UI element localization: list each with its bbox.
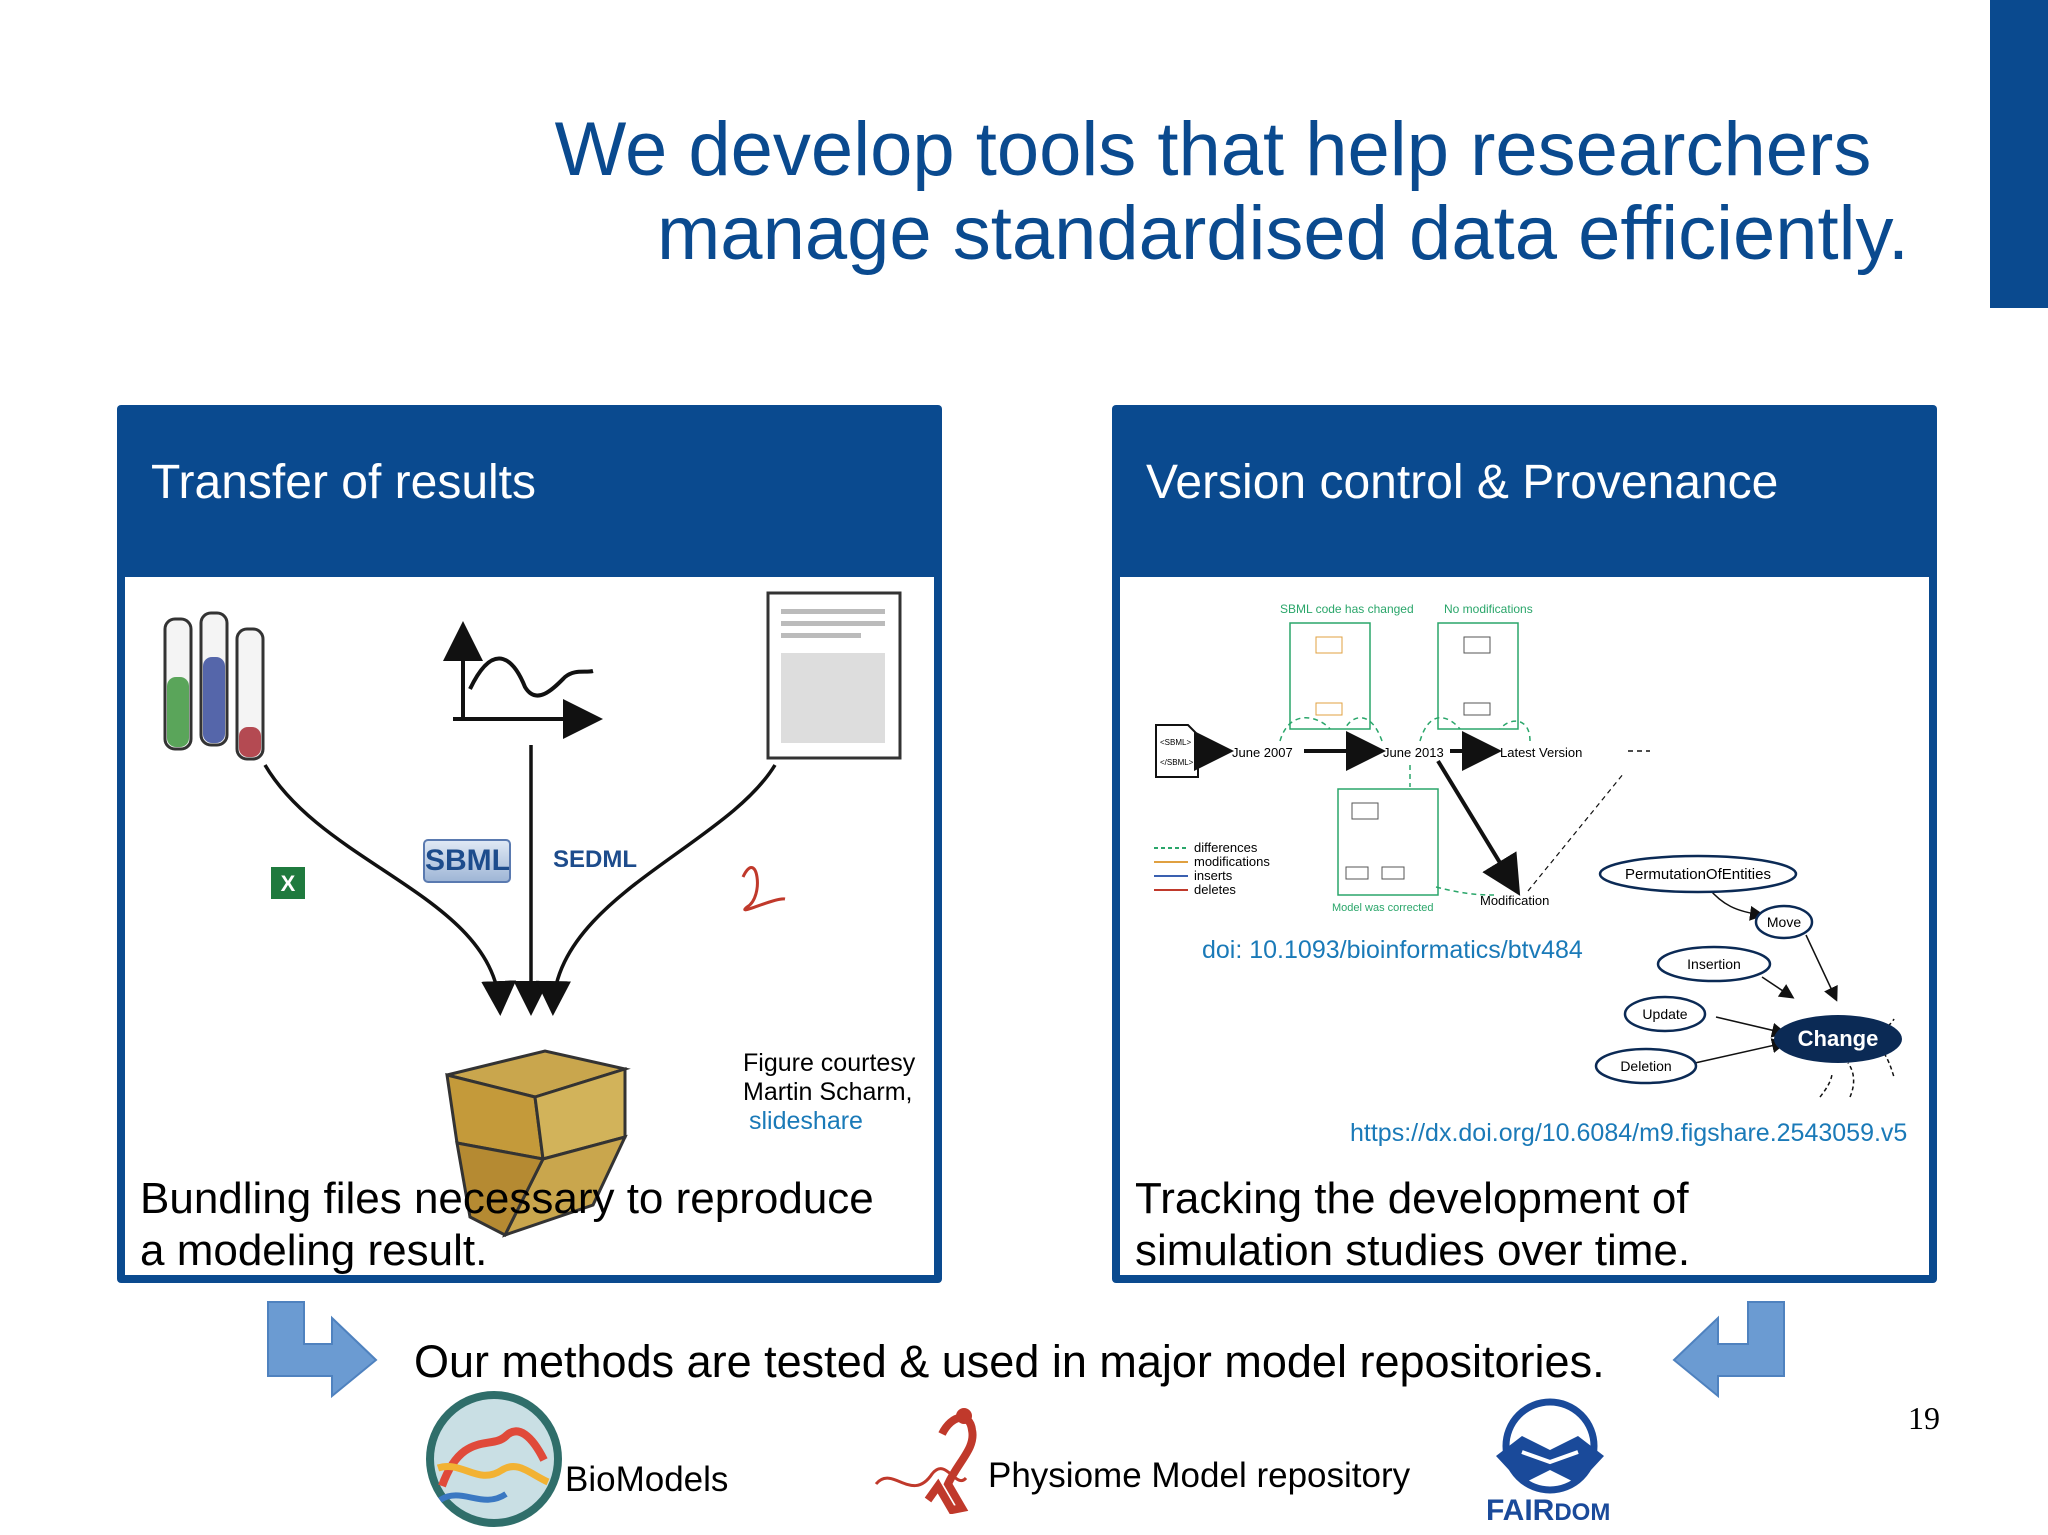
label-model-corrected: Model was corrected bbox=[1332, 902, 1434, 914]
paper-document-icon bbox=[766, 591, 902, 760]
version-control-panel: Version control & Provenance SBML code h… bbox=[1112, 405, 1937, 1283]
right-bent-arrow-icon bbox=[1672, 1301, 1785, 1398]
figure-credit-line-1: Figure courtesy bbox=[743, 1049, 916, 1077]
ontology-deletion: Deletion bbox=[1620, 1058, 1671, 1074]
version-caption-line-2: simulation studies over time. bbox=[1135, 1226, 1691, 1275]
version-control-panel-body: SBML code has changed No modifications <… bbox=[1120, 577, 1929, 1275]
slideshare-link[interactable]: slideshare bbox=[749, 1107, 863, 1135]
legend-deletes: deletes bbox=[1194, 882, 1236, 897]
transfer-caption-line-2: a modeling result. bbox=[140, 1226, 488, 1275]
node-june-2007: June 2007 bbox=[1232, 745, 1293, 760]
ontology-permutation: PermutationOfEntities bbox=[1625, 866, 1771, 883]
node-june-2013: June 2013 bbox=[1383, 745, 1444, 760]
figshare-link[interactable]: https://dx.doi.org/10.6084/m9.figshare.2… bbox=[1350, 1119, 1908, 1147]
legend-differences: differences bbox=[1194, 840, 1258, 855]
flow-arrows bbox=[263, 745, 777, 1016]
version-control-panel-heading: Version control & Provenance bbox=[1146, 456, 1779, 509]
bundling-illustration: X bbox=[163, 591, 902, 1238]
test-tubes-icon bbox=[163, 611, 265, 761]
transfer-caption-line-1: Bundling files necessary to reproduce bbox=[140, 1174, 874, 1223]
physiome-label: Physiome Model repository bbox=[988, 1456, 1411, 1495]
title-line-2: manage standardised data efficiently. bbox=[657, 191, 1909, 276]
fairdom-wordmark: FAIRDOM bbox=[1486, 1494, 1610, 1528]
fairdom-logo bbox=[1496, 1398, 1604, 1494]
transfer-panel: Transfer of results bbox=[117, 405, 942, 1283]
excel-icon: X bbox=[271, 867, 305, 899]
ontology-change: Change bbox=[1798, 1026, 1879, 1051]
ontology-update: Update bbox=[1642, 1006, 1687, 1022]
sbml-close-tag: </SBML> bbox=[1160, 758, 1194, 767]
biomodels-label: BioModels bbox=[565, 1460, 729, 1499]
sbml-logo: SBML bbox=[423, 839, 511, 883]
label-code-changed: SBML code has changed bbox=[1280, 602, 1414, 616]
repositories-statement: Our methods are tested & used in major m… bbox=[414, 1336, 1605, 1387]
label-no-modifications: No modifications bbox=[1444, 602, 1533, 616]
transfer-panel-body: X SBML SEDML Figure courtesy Martin Scha… bbox=[125, 577, 934, 1275]
corner-accent-bar bbox=[1990, 0, 2048, 308]
ontology-move: Move bbox=[1767, 914, 1801, 930]
slide-title: We develop tools that help researchers m… bbox=[555, 108, 2020, 276]
graph-icon bbox=[443, 621, 603, 739]
biomodels-logo bbox=[426, 1391, 562, 1527]
left-bent-arrow-icon bbox=[267, 1301, 378, 1398]
version-caption-line-1: Tracking the development of bbox=[1135, 1174, 1689, 1223]
figure-credit-line-2: Martin Scharm, bbox=[743, 1078, 913, 1106]
fairdom-dom: DOM bbox=[1554, 1499, 1611, 1526]
title-line-1: We develop tools that help researchers bbox=[554, 107, 1872, 192]
version-history-diagram: SBML code has changed No modifications <… bbox=[1154, 602, 1902, 1098]
sbml-open-tag: <SBML> bbox=[1160, 738, 1191, 747]
physiome-logo bbox=[874, 1408, 977, 1514]
sedml-logo: SEDML bbox=[553, 846, 637, 873]
ontology-insertion: Insertion bbox=[1687, 956, 1741, 972]
svg-text:X: X bbox=[281, 871, 296, 896]
fairdom-fair: FAIR bbox=[1486, 1494, 1555, 1527]
cardboard-box-icon bbox=[445, 1049, 631, 1238]
diagram-legend: differences modifications inserts delete… bbox=[1154, 840, 1270, 897]
node-latest-version: Latest Version bbox=[1500, 745, 1582, 760]
legend-inserts: inserts bbox=[1194, 868, 1233, 883]
doi-link[interactable]: doi: 10.1093/bioinformatics/btv484 bbox=[1202, 936, 1583, 964]
legend-modifications: modifications bbox=[1194, 854, 1270, 869]
node-modification: Modification bbox=[1480, 893, 1549, 908]
pdf-icon bbox=[741, 866, 786, 912]
transfer-panel-heading: Transfer of results bbox=[151, 456, 537, 509]
page-number: 19 bbox=[1908, 1400, 1940, 1436]
